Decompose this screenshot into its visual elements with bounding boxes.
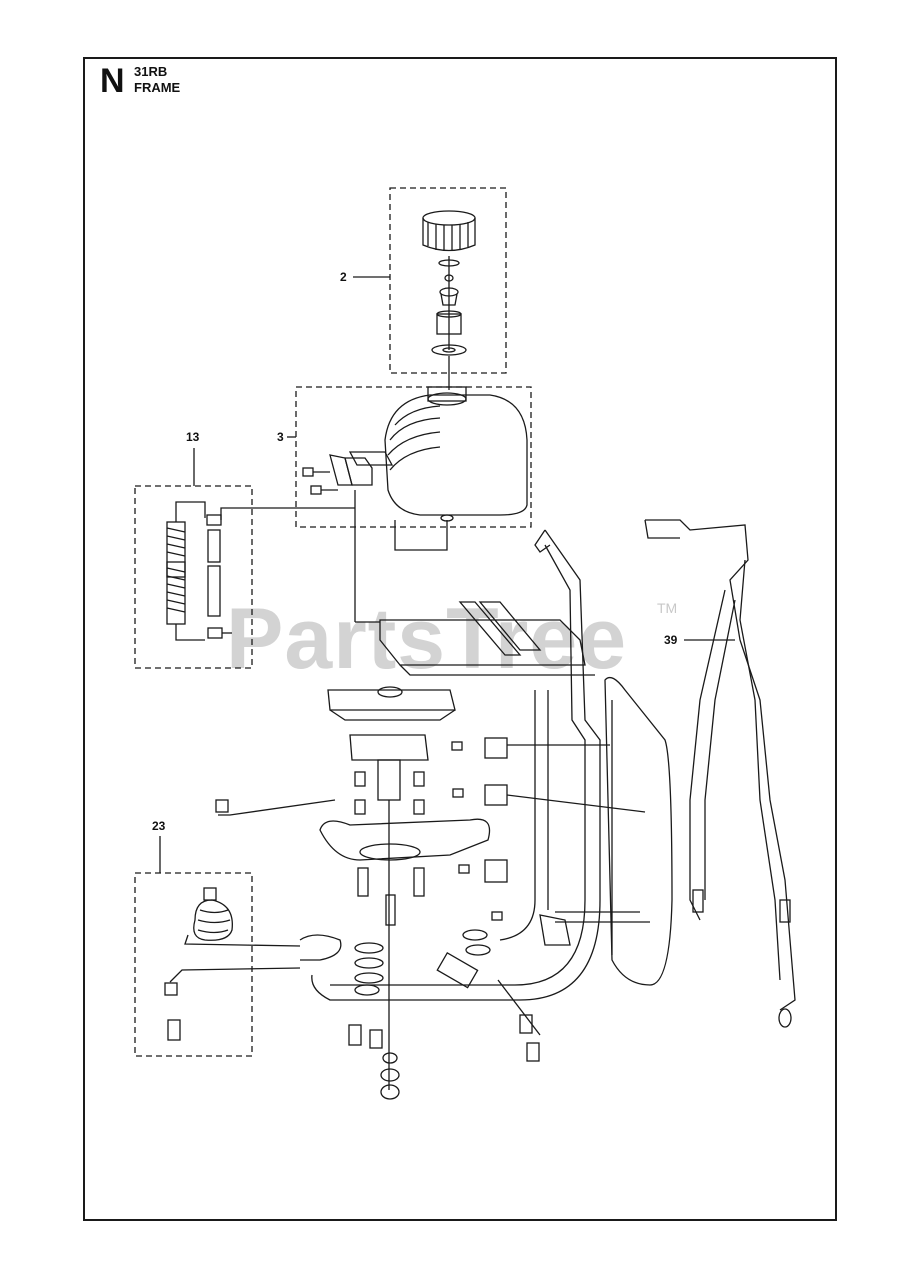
callout-23: 23	[152, 819, 166, 833]
back-pad	[604, 676, 673, 986]
fuel-tank	[302, 386, 528, 622]
harness-strap	[644, 519, 796, 1028]
group-box-13	[134, 485, 253, 669]
model-label: 31RB	[134, 64, 168, 79]
mount-hardware	[319, 686, 650, 1100]
spring-assembly	[166, 501, 355, 641]
callout-13: 13	[186, 430, 200, 444]
group-box-3	[295, 386, 532, 528]
callout-2: 2	[340, 270, 347, 284]
section-letter: N	[100, 62, 125, 100]
diagram-frame	[83, 57, 837, 1221]
callout-3: 3	[277, 430, 284, 444]
watermark: PartsTree	[226, 591, 628, 687]
group-box-23	[134, 872, 253, 1057]
spring-bracket-assembly	[164, 799, 342, 1041]
section-title: FRAME	[134, 80, 181, 95]
tube-frame	[311, 529, 601, 1001]
watermark-tm: TM	[657, 600, 678, 616]
callout-39: 39	[664, 633, 678, 647]
fuel-cap-assembly	[422, 210, 476, 390]
